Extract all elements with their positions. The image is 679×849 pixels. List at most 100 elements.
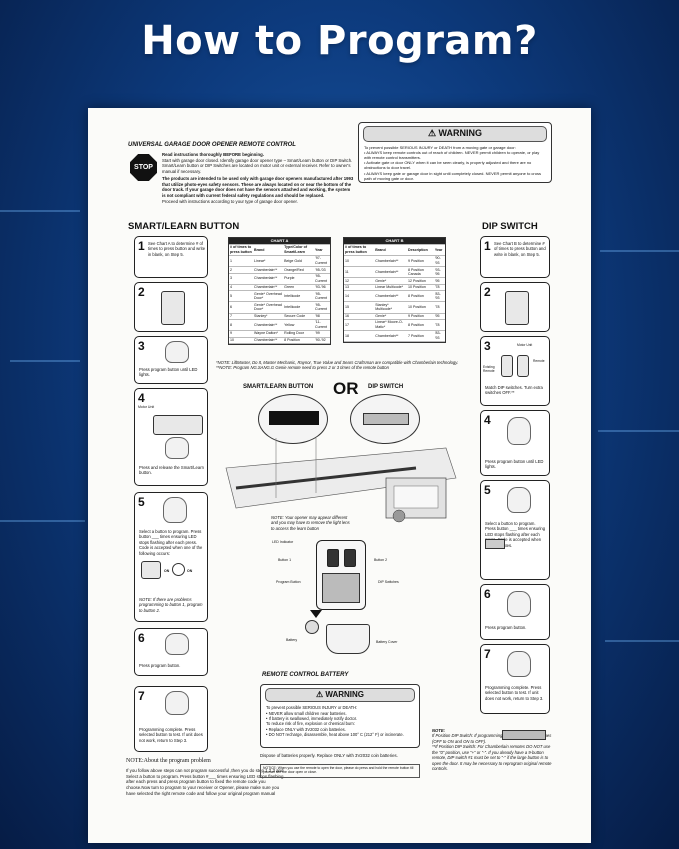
or-label: OR (333, 379, 359, 398)
battery-warning-header: ⚠ WARNING (265, 688, 415, 703)
button-2-label: Button 2 (374, 558, 388, 562)
button-1-label: Button 1 (278, 558, 292, 562)
about-heading: NOTE:About the program problem (126, 758, 211, 764)
table-cell: Stanley* (253, 313, 284, 320)
table-cell: Wayne Dalton* (253, 330, 284, 338)
step-text: Press program button. (139, 663, 181, 668)
hand-press-icon (507, 417, 531, 445)
table-cell: Beige Gold (283, 255, 315, 268)
warning-text: To prevent possible SERIOUS INJURY or DE… (359, 145, 551, 181)
hand-press-icon (165, 691, 189, 715)
table-cell: '83-'93 (433, 290, 445, 303)
table-cell: 8 Position Canada (407, 266, 434, 279)
header-line: Proceed with instructions according to y… (162, 198, 298, 204)
table-cell: 7 (229, 313, 254, 320)
column-header: Year (314, 244, 330, 257)
table-cell: '78 (433, 301, 445, 314)
table-cell: 13 (344, 284, 375, 292)
motor-unit-icon (153, 415, 203, 435)
table-cell: Rolling Door (283, 330, 315, 338)
battery-warning-item: • DO NOT recharge, disassemble, heat abo… (266, 731, 404, 737)
step-text: See Chart A to determine # of times to p… (148, 241, 206, 257)
table-cell: Chamberlain** (253, 284, 284, 292)
table-cell: 10 Position (407, 284, 434, 292)
step-text: Press and release the Smart/Learn button… (139, 465, 204, 476)
chart-b: CHART B # of times to press button Brand… (343, 237, 446, 344)
table-cell: 9 (229, 330, 254, 338)
chart-notes: *NOTE: LiftMaster, Do It, Master Mechani… (216, 360, 460, 371)
background-streak (598, 430, 679, 432)
dip-notes: NOTE: If Position DIP Switch: If program… (432, 728, 552, 772)
smart-button-panel-icon (269, 411, 319, 425)
warning-item: • Activate gate or door ONLY when it can… (364, 160, 532, 171)
button-2-icon (344, 549, 356, 567)
table-cell: Genie* (374, 313, 408, 320)
step-text: Match DIP switches. Turn extra switches … (485, 385, 543, 396)
dip-step-4: 4 Press program button until LED lights. (480, 410, 550, 476)
step-number: 2 (138, 285, 145, 299)
header-line: The products are intended to be used onl… (162, 176, 354, 199)
hand-press-icon (165, 633, 189, 655)
column-header: # of times to press button (344, 244, 375, 257)
table-cell: Chamberlain** (253, 337, 284, 345)
table-cell: 4 (229, 284, 254, 292)
step-number: 6 (484, 587, 491, 601)
dip-step-3: 3 Motor Unit Remote Existing Remote Matc… (480, 336, 550, 406)
table-cell: Chamberlain** (253, 273, 284, 285)
dip-step-2: 2 (480, 282, 550, 332)
table-cell: Linear* Moore-O-Matic* (374, 319, 408, 332)
background-streak (0, 520, 85, 522)
step-number: 3 (138, 339, 145, 353)
sheet-title: UNIVERSAL GARAGE DOOR OPENER REMOTE CONT… (128, 142, 296, 148)
background-streak (600, 250, 679, 252)
battery-warning-box: ⚠ WARNING To prevent possible SERIOUS IN… (260, 684, 420, 748)
smart-step-4: 4 Motor Unit Press and release the Smart… (134, 388, 208, 486)
remote-led-icon (141, 561, 161, 579)
table-cell: Orange/Red (283, 266, 315, 274)
table-cell: '95-'03 (314, 266, 330, 274)
battery-dispose-text: Dispose of batteries properly. Replace O… (260, 753, 398, 758)
table-cell: Intellicode (283, 301, 315, 314)
dip-step-5: 5 Select a button to program. Press butt… (480, 480, 550, 580)
step-text: Press program button until LED lights. (139, 367, 198, 378)
smart-learn-heading: SMART/LEARN BUTTON (128, 221, 240, 232)
hand-press-icon (507, 591, 531, 617)
instruction-sheet: UNIVERSAL GARAGE DOOR OPENER REMOTE CONT… (88, 108, 591, 843)
table-cell: 9 Position (407, 255, 434, 268)
table-cell: Stanley* Multicode* (374, 301, 408, 314)
table-cell: '95 (433, 277, 445, 285)
background-streak (10, 360, 80, 362)
battery-cover-label: Battery Cover (376, 640, 398, 644)
step-text: See Chart B to determine # of times to p… (494, 241, 546, 257)
program-button-label: Program Button (276, 580, 301, 584)
table-cell: '93-'95 (433, 266, 445, 279)
table-cell: 6 (229, 301, 254, 314)
remote-opened-icon (505, 291, 529, 325)
table-cell: Purple (283, 273, 315, 285)
column-header: Brand (374, 244, 408, 257)
chart-b-title: CHART B (344, 238, 445, 246)
about-note: NOTE:About the program problem If you fo… (126, 758, 286, 796)
step-text: Press program button. (485, 625, 527, 630)
table-cell: Green (283, 284, 315, 292)
chart-a-title: CHART A (229, 238, 330, 246)
smart-step-1: 1 See Chart A to determine # of times to… (134, 236, 208, 278)
table-cell: '97-Current (314, 255, 330, 268)
circuit-board-icon (322, 573, 360, 603)
table-cell: '95-Current (314, 301, 330, 314)
opener-note: NOTE: Your opener may appear different a… (271, 515, 350, 531)
smart-step-2: 2 (134, 282, 208, 332)
battery-warning-item: • Replace ONLY with 3V2032 coin batterie… (266, 726, 346, 732)
table-cell: '93-'96 (314, 284, 330, 292)
table-cell: Yellow (283, 319, 315, 332)
existing-remote-label: Existing Remote (483, 365, 495, 374)
